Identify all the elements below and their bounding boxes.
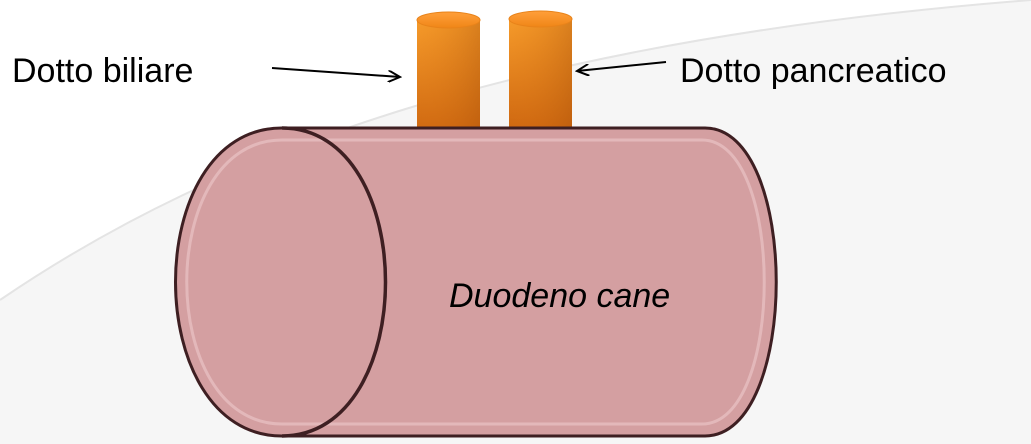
duodenum-opening [281,126,388,438]
pancreatic-duct-arrow [577,61,667,71]
pancreatic-duct-label: Dotto pancreatico [680,52,947,90]
bile-duct-cylinder [416,11,481,150]
bile-duct-label: Dotto biliare [12,52,193,90]
duodenum-label: Duodeno cane [449,277,670,315]
bile-duct-arrow [271,67,400,77]
background-arc-edge [0,0,1031,301]
pancreatic-duct-cylinder [508,10,573,146]
duodenum-cylinder [174,126,778,438]
